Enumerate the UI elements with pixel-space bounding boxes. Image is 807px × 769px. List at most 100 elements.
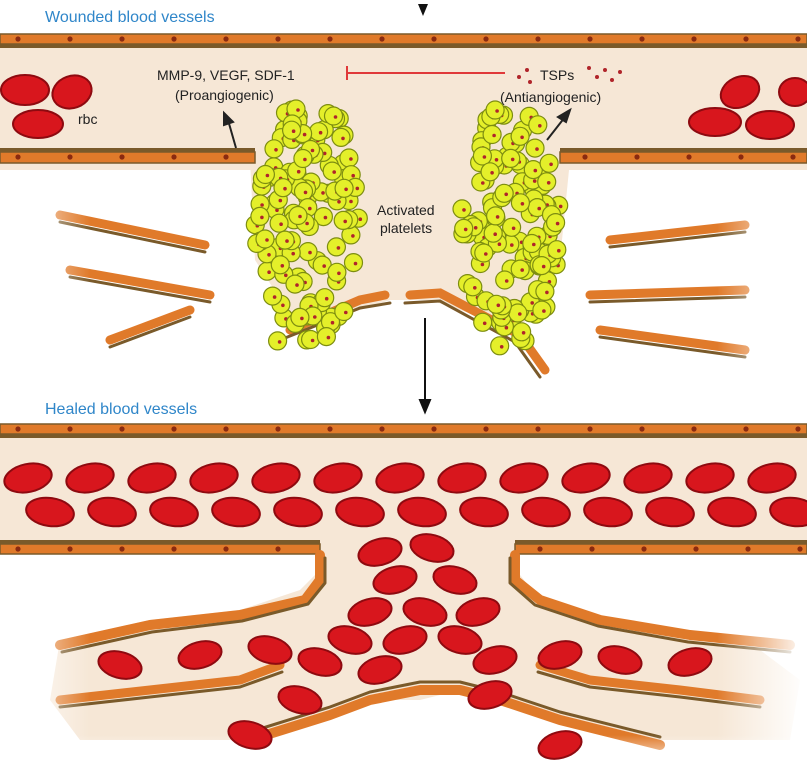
platelet-granule [300,317,304,321]
activated-platelet [483,126,501,144]
main-vessel-lumen-bottom [0,434,807,554]
endothelial-nucleus [67,546,72,551]
platelets-label-line2: platelets [380,220,432,236]
platelet-granule [464,228,468,232]
platelet-granule [322,264,326,268]
platelet-granule [490,171,494,175]
endothelial-nucleus [537,546,542,551]
activated-platelet [536,282,554,300]
platelet-granule [538,124,542,128]
activated-platelet [475,244,493,262]
platelet-granule [483,322,487,326]
panel-title-wounded: Wounded blood vessels [45,9,215,26]
rbc-cell [746,111,794,139]
rbc-label: rbc [78,111,97,127]
endothelial-nucleus [691,36,696,41]
activated-platelet [540,154,558,172]
platelet-granule [325,297,329,301]
activated-platelet [270,214,288,232]
activated-platelet [502,149,520,167]
activated-platelet [256,230,274,248]
platelet-granule [511,158,515,162]
platelet-granule [492,134,496,138]
endothelial-nucleus [15,36,20,41]
endothelial-nucleus [738,154,743,159]
platelet-granule [321,191,325,195]
platelet-granule [283,187,287,191]
platelet-granule [521,202,525,206]
platelet-granule [298,215,302,219]
activated-platelet [328,263,346,281]
platelet-granule [496,215,500,219]
activated-platelet [495,184,513,202]
endothelial-nucleus [327,426,332,431]
platelet-granule [349,200,353,204]
platelet-granule [505,326,509,330]
platelet-granule [518,312,522,316]
endothelial-nucleus [171,546,176,551]
activated-platelet [529,116,547,134]
platelet-granule [512,227,516,231]
platelet-granule [534,169,538,173]
platelet-granule [267,253,271,257]
endothelial-nucleus [589,546,594,551]
activated-platelet [323,162,341,180]
endothelial-nucleus [691,426,696,431]
platelet-granule [520,268,524,272]
platelet-granule [281,264,285,268]
platelet-granule [537,207,541,211]
endothelial-nucleus [745,546,750,551]
platelet-granule [296,108,300,112]
platelet-granule [520,136,524,140]
endothelial-nucleus [795,36,800,41]
platelet-granule [337,246,341,250]
endothelial-nucleus [275,546,280,551]
platelet-granule [462,208,466,212]
activated-platelet [533,257,551,275]
activated-platelet [283,121,301,139]
endothelial-nucleus [67,426,72,431]
endothelial-nucleus [535,36,540,41]
platelet-granule [284,274,288,278]
endothelial-nucleus [119,546,124,551]
platelet-granule [281,304,285,308]
endothelial-nucleus [223,36,228,41]
platelet-granule [542,265,546,269]
activated-platelet [317,328,335,346]
platelet-granule [292,129,296,133]
platelet-granule [556,222,560,226]
activated-platelet [264,287,282,305]
endothelial-nucleus [119,36,124,41]
activated-platelet [473,147,491,165]
platelet-granule [557,249,561,253]
platelet-granule [354,262,358,266]
activated-platelet [340,149,358,167]
activated-platelet [269,332,287,350]
endothelial-nucleus [634,154,639,159]
panel-title-healed: Healed blood vessels [45,401,197,418]
platelet-granule [351,234,355,238]
platelet-granule [279,199,283,203]
activated-platelet [453,200,471,218]
activated-platelet [291,308,309,326]
rbc-cell [779,78,807,106]
rbc-cell [689,108,741,136]
rbc-cell [1,75,49,105]
platelet-granule [273,295,277,299]
activated-platelet [511,260,529,278]
platelet-granule [343,220,347,224]
activated-platelet [474,313,492,331]
activated-platelet [327,238,345,256]
activated-platelet [455,219,473,237]
platelet-granule [495,158,499,162]
platelet-granule [349,157,353,161]
endothelial-nucleus [535,426,540,431]
activated-platelet [491,337,509,355]
endothelial-nucleus [743,426,748,431]
platelet-granule [542,309,546,313]
platelet-granule [278,340,282,344]
endothelial-nucleus [67,36,72,41]
platelet-granule [319,131,323,135]
activated-platelet [345,254,363,272]
